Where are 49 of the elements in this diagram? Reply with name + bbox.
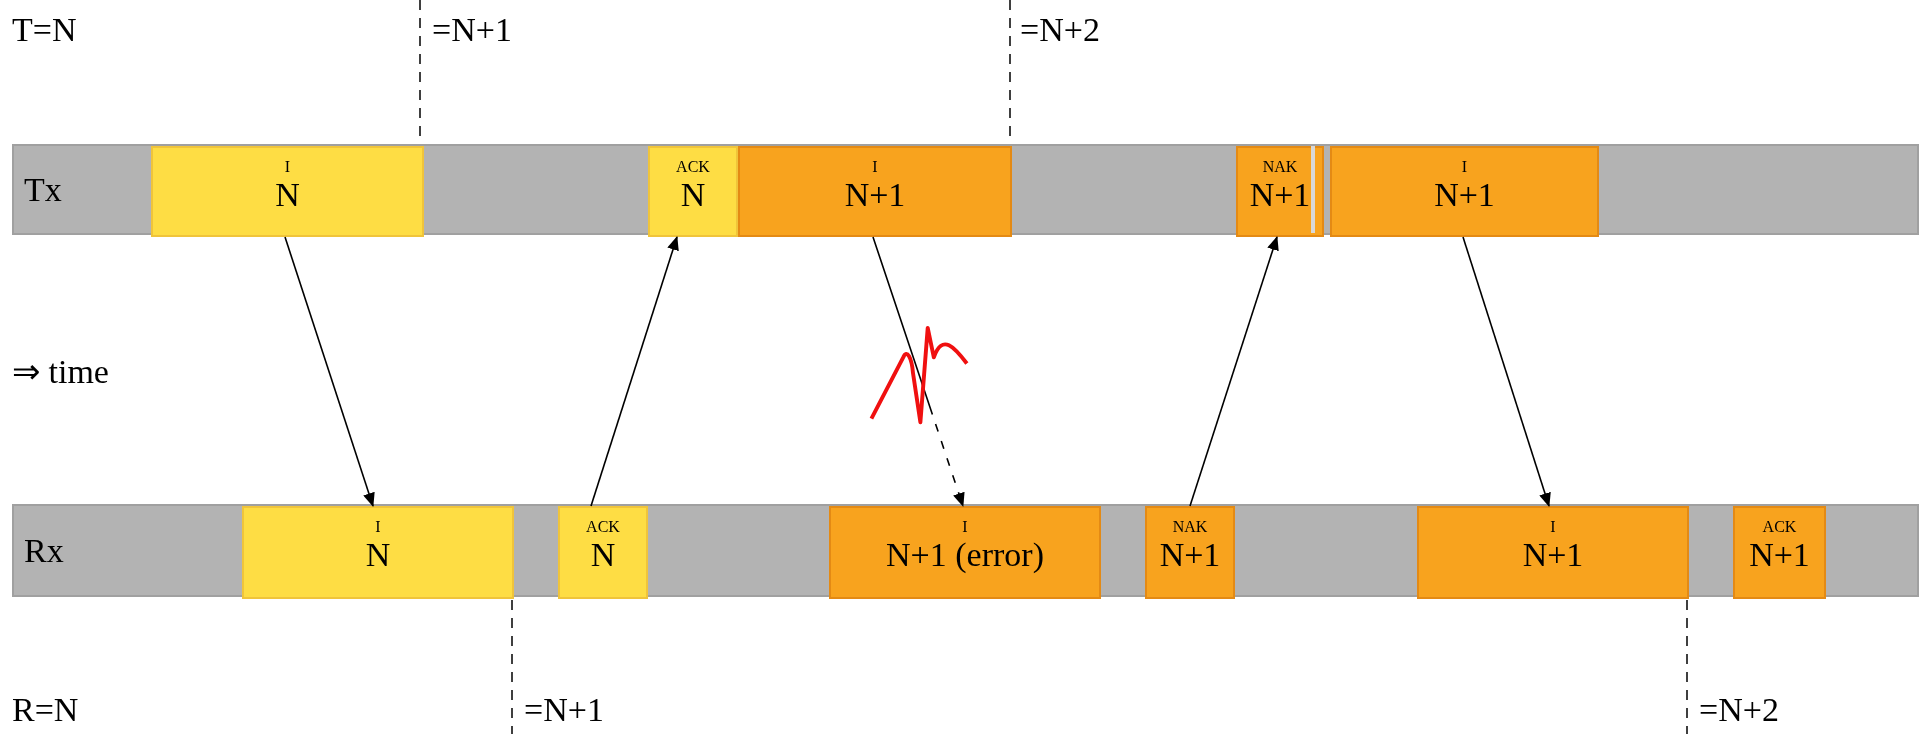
- channel-label: Tx: [24, 170, 62, 209]
- sequence-number: N: [590, 536, 616, 574]
- frame-box: [829, 506, 1101, 599]
- sequence-number: N: [275, 176, 300, 214]
- channel-label: Rx: [24, 531, 64, 570]
- timeline-bar: [12, 504, 1919, 597]
- frame-box: [738, 146, 1012, 237]
- frame-box: [1417, 506, 1689, 599]
- frame-box: [242, 506, 514, 599]
- time-label: =N+1: [524, 690, 604, 730]
- sequence-number: N+1: [1522, 536, 1584, 574]
- frame-type: ACK: [586, 518, 620, 536]
- frame-type: I: [872, 158, 878, 176]
- arrow: [1462, 236, 1551, 507]
- frame-type: I: [375, 518, 381, 536]
- frame-box: [1145, 506, 1235, 599]
- sequence-number: N: [680, 176, 706, 214]
- arrow: [872, 236, 965, 507]
- axis-note: ⇒ time: [12, 352, 109, 392]
- sequence-number: N+1: [844, 176, 906, 214]
- frame-type: NAK: [1262, 158, 1298, 176]
- arrow: [590, 236, 679, 507]
- sequence-number: N: [365, 536, 391, 574]
- frame-type: NAK: [1172, 518, 1208, 536]
- frame-type: ACK: [1762, 518, 1797, 536]
- frame-type: I: [284, 158, 291, 176]
- frame-box: [1733, 506, 1826, 599]
- time-label: =N+2: [1699, 690, 1779, 730]
- time-label: =N+2: [1020, 10, 1100, 50]
- frame-type: ACK: [676, 158, 710, 176]
- sequence-number: N+1: [1434, 176, 1495, 214]
- frame-box: [648, 146, 738, 237]
- timeline-bar: [12, 144, 1919, 235]
- frame-box: [558, 506, 648, 599]
- sequence-number: N+1: [1159, 536, 1221, 574]
- arrow: [284, 236, 375, 507]
- time-label: =N+1: [432, 10, 512, 50]
- sequence-number: N+1 (error): [886, 536, 1044, 574]
- frame-type: I: [1461, 158, 1468, 176]
- frame-type: I: [962, 518, 968, 536]
- sequence-number: N+1: [1249, 176, 1311, 214]
- arrow: [1189, 236, 1279, 507]
- time-label: T=N: [12, 10, 77, 50]
- frame-box: [1236, 146, 1324, 237]
- sequence-number: N+1: [1749, 536, 1810, 574]
- frame-box: [1330, 146, 1599, 237]
- frame-box: [151, 146, 424, 237]
- frame-type: I: [1550, 518, 1556, 536]
- time-label: R=N: [12, 690, 79, 730]
